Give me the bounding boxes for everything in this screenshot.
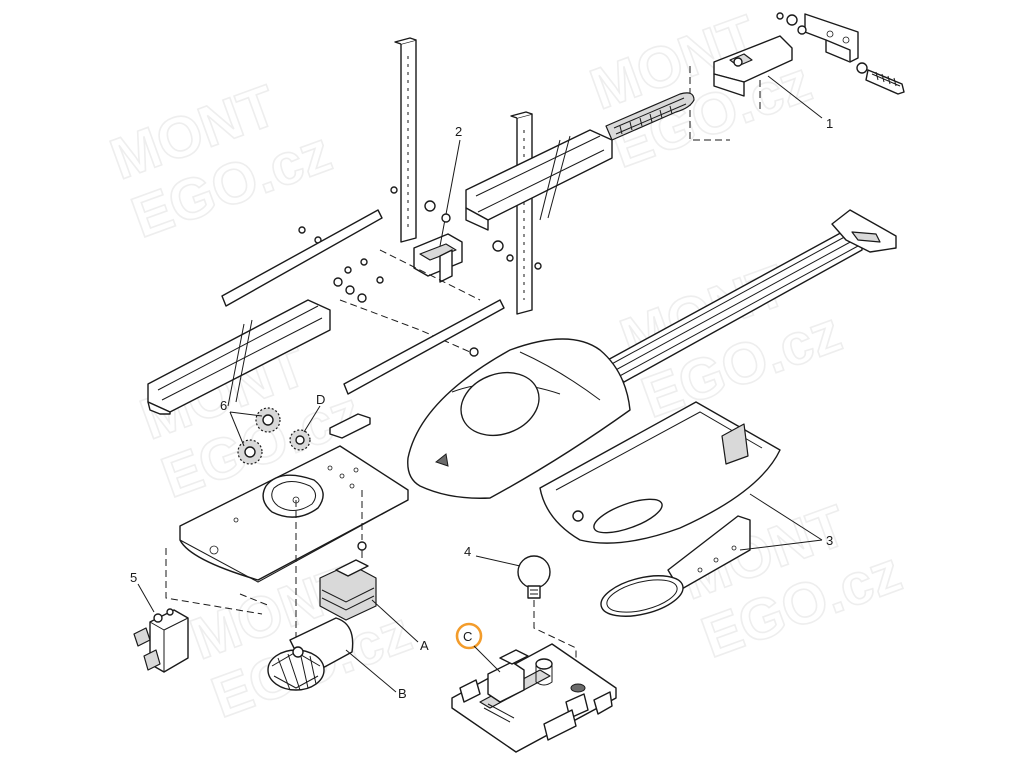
rear-wall-bracket — [776, 12, 905, 95]
callout-D: D — [316, 392, 325, 407]
callout-B: B — [398, 686, 407, 701]
motor-part-B: B — [267, 617, 407, 701]
rail-lower-section — [147, 299, 331, 415]
leader-3b — [739, 539, 823, 551]
callout-C: C — [463, 629, 472, 644]
callout-5: 5 — [130, 570, 137, 585]
ceiling-hanger-right — [510, 111, 533, 315]
callout-6: 6 — [220, 398, 227, 413]
limit-switch-part-5: 5 — [130, 570, 189, 673]
callout-3: 3 — [826, 533, 833, 548]
main-rail-long — [603, 209, 897, 383]
splice-plate-upper — [221, 209, 383, 307]
callout-1: 1 — [826, 116, 833, 131]
callout-A: A — [420, 638, 429, 653]
callout-C-highlight[interactable]: C — [455, 622, 501, 673]
drive-sprocket-D: D — [289, 392, 325, 451]
callout-2: 2 — [455, 124, 462, 139]
transformer-part-A: A — [319, 559, 429, 653]
highlight-ring — [455, 622, 483, 650]
carriage-part-2: 2 — [413, 124, 463, 283]
mounting-screw — [357, 541, 367, 558]
spacer-block — [329, 413, 371, 439]
leader-3a — [749, 493, 823, 541]
splice-plate-lower — [343, 299, 505, 395]
ceiling-hanger-left — [394, 37, 417, 243]
control-board-part-C — [451, 643, 617, 753]
lower-tray-part-3 — [539, 401, 781, 544]
rail-upper-section — [465, 129, 613, 231]
gear-set-part-6: 6 — [220, 398, 281, 465]
drive-chain — [605, 92, 695, 141]
motor-base-plate — [165, 445, 409, 640]
fastener-group-upper — [298, 186, 542, 357]
callout-4: 4 — [464, 544, 471, 559]
chain-tensioner-part-1: 1 — [689, 35, 833, 141]
motor-housing-cover — [407, 338, 631, 499]
lens-ring-part-3 — [600, 575, 684, 617]
